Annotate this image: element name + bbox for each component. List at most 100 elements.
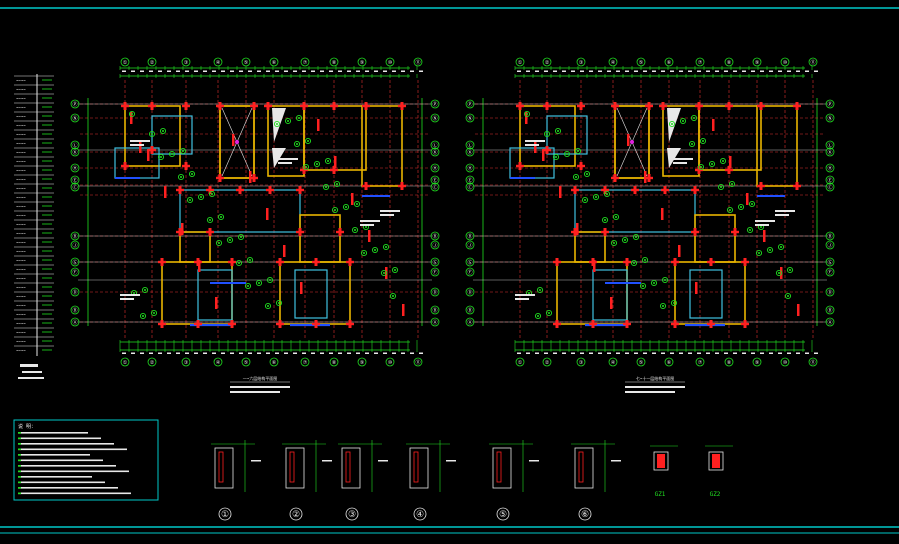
tag-circle bbox=[784, 292, 792, 300]
dim-number bbox=[625, 70, 629, 72]
axis-bubble-label: ③ bbox=[579, 360, 584, 366]
table-level-text: ~~~~ bbox=[16, 285, 26, 290]
dim-number bbox=[131, 70, 135, 72]
table-level-text: ~~~~ bbox=[16, 249, 26, 254]
tag-dot bbox=[749, 229, 751, 231]
plan-subtitle bbox=[625, 386, 685, 388]
dim-number bbox=[670, 352, 674, 354]
notes-item-marker bbox=[18, 432, 21, 434]
axis-bubble-right bbox=[825, 147, 835, 157]
table-level-text: ~~~~ bbox=[16, 132, 26, 137]
dim-number bbox=[751, 352, 755, 354]
tag-circle bbox=[775, 269, 783, 277]
tag-dot bbox=[327, 160, 329, 162]
dim-number bbox=[221, 70, 225, 72]
tag-dot bbox=[671, 123, 673, 125]
wall-unit-lower-left bbox=[161, 261, 233, 325]
tag-circle bbox=[583, 170, 591, 178]
tag-circle bbox=[150, 309, 158, 317]
axis-bubble-label: ⑥ bbox=[667, 60, 672, 66]
table-level-text: ~~~~ bbox=[16, 267, 26, 272]
table-level-text: ~~~~ bbox=[16, 312, 26, 317]
notes-item-marker bbox=[18, 470, 21, 473]
tag-circle bbox=[610, 239, 618, 247]
dim-number bbox=[374, 352, 378, 354]
dim-number bbox=[338, 352, 342, 354]
axis-bubble-label: Ⓛ bbox=[827, 142, 832, 149]
annotation-text bbox=[130, 144, 144, 146]
tag-dot bbox=[586, 173, 588, 175]
tag-dot bbox=[546, 133, 548, 135]
tag-circle bbox=[313, 160, 321, 168]
axis-bubble-top bbox=[542, 57, 552, 67]
axis-bubble-label: ⑧ bbox=[727, 60, 732, 66]
dim-number bbox=[185, 352, 189, 354]
dim-number bbox=[652, 70, 656, 72]
axis-bubble-top bbox=[241, 57, 251, 67]
axis-bubble-label: Ⓚ bbox=[72, 149, 77, 156]
axis-bubble-left bbox=[70, 175, 80, 185]
section-detail: ① bbox=[211, 440, 261, 521]
tag-dot bbox=[606, 193, 608, 195]
axis-bubble-bottom bbox=[213, 357, 223, 367]
table-level-text: ~~~~ bbox=[16, 96, 26, 101]
annotation-text bbox=[775, 214, 789, 216]
wall-room-lower-left bbox=[197, 269, 233, 321]
axis-bubble-right bbox=[430, 257, 440, 267]
detail-rebar bbox=[578, 451, 584, 483]
axis-bubble-label: Ⓑ bbox=[827, 307, 832, 314]
tag-circle bbox=[650, 279, 658, 287]
section-detail: ② bbox=[282, 440, 332, 521]
tag-dot bbox=[539, 289, 541, 291]
column-red bbox=[296, 230, 304, 234]
axis-bubble-label: Ⓑ bbox=[72, 233, 77, 240]
tag-circle bbox=[603, 190, 611, 198]
tag-circle bbox=[333, 180, 341, 188]
table-subtitle-bar bbox=[22, 371, 42, 373]
column-red bbox=[611, 104, 619, 108]
dim-number bbox=[302, 352, 306, 354]
axis-bubble-left bbox=[465, 231, 475, 241]
tag-dot bbox=[615, 216, 617, 218]
dim-number bbox=[562, 70, 566, 72]
tag-circle bbox=[382, 243, 390, 251]
plan-tags bbox=[120, 110, 400, 320]
dim-number bbox=[724, 352, 728, 354]
table-level-text: ~~~~ bbox=[16, 105, 26, 110]
dim-number bbox=[562, 352, 566, 354]
dim-number bbox=[787, 352, 791, 354]
tag-dot bbox=[644, 259, 646, 261]
dim-number bbox=[311, 352, 315, 354]
axis-bubble-right bbox=[825, 99, 835, 109]
tag-dot bbox=[171, 153, 173, 155]
axis-bubble-label: Ⓓ bbox=[432, 289, 437, 296]
column-red bbox=[543, 104, 551, 108]
axis-bubble-label: ⑪ bbox=[810, 59, 815, 66]
tag-circle bbox=[592, 193, 600, 201]
section-detail: ⑤ bbox=[489, 440, 539, 521]
tag-dot bbox=[635, 236, 637, 238]
tag-dot bbox=[778, 272, 780, 274]
detail-bubble bbox=[289, 507, 303, 521]
dim-number bbox=[598, 352, 602, 354]
axis-bubble-label: Ⓖ bbox=[467, 259, 472, 266]
dim-number bbox=[571, 352, 575, 354]
section-detail: ⑥ bbox=[571, 440, 621, 521]
tag-circle bbox=[728, 180, 736, 188]
dim-number bbox=[553, 70, 557, 72]
axis-bubble-top bbox=[269, 57, 279, 67]
tag-circle bbox=[523, 110, 531, 118]
axis-bubble-right bbox=[825, 175, 835, 185]
tag-dot bbox=[182, 150, 184, 152]
detail-rebar bbox=[413, 451, 419, 483]
tag-circle bbox=[581, 196, 589, 204]
axis-bubble-label: ④ bbox=[611, 60, 616, 66]
column-red bbox=[534, 141, 537, 153]
column-red bbox=[571, 188, 579, 192]
tag-dot bbox=[691, 143, 693, 145]
tag-dot bbox=[218, 242, 220, 244]
dim-number bbox=[805, 70, 809, 72]
dim-number bbox=[293, 352, 297, 354]
column-red bbox=[645, 104, 653, 108]
